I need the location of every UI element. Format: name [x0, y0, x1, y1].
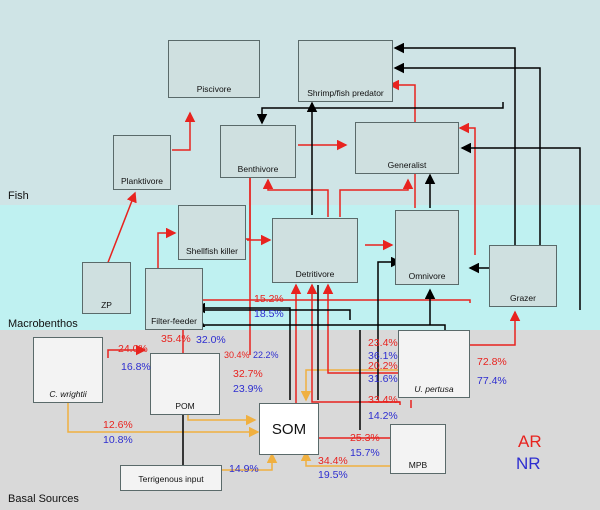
macrobenthos-zone-label: Macrobenthos: [8, 318, 78, 330]
detritivore-node: Detritivore: [272, 218, 358, 283]
omnivore-label: Omnivore: [408, 271, 446, 281]
planktivore-label: Planktivore: [120, 176, 164, 186]
filter-feeder-label: Filter-feeder: [151, 316, 197, 326]
detritivore-label: Detritivore: [295, 269, 335, 279]
up-grazer-nr-value: 77.4%: [477, 375, 507, 387]
terrigenous-input-label: Terrigenous input: [138, 474, 204, 484]
mpb-node: MPB: [390, 424, 446, 474]
u-pertusa-label: U. pertusa: [414, 384, 454, 394]
cw-som-ar-value: 12.6%: [103, 419, 133, 431]
mpb-det-nr-value: 15.7%: [350, 447, 380, 459]
mpb-det-ar-value: 25.3%: [350, 432, 380, 444]
mpb-som-nr-value: 19.5%: [318, 469, 348, 481]
som-node: SOM: [259, 403, 319, 455]
generalist-label: Generalist: [387, 160, 427, 170]
up-som-nr-value: 14.2%: [368, 410, 398, 422]
grazer-label: Grazer: [510, 293, 536, 303]
mpb-label: MPB: [408, 460, 428, 470]
omnivore-node: Omnivore: [395, 210, 459, 285]
pom-det-nr-value: 22.2%: [253, 350, 279, 360]
benthivore-node: Benthivore: [220, 125, 296, 178]
pom-som-nr-value: 23.9%: [233, 383, 263, 395]
som-label: SOM: [271, 421, 307, 438]
pom-ff-ar-value: 35.4%: [161, 333, 191, 345]
u-pertusa-node: U. pertusa: [398, 330, 470, 398]
up-grazer-ar-value: 72.8%: [477, 356, 507, 368]
fish-zone-label: Fish: [8, 190, 29, 202]
shrimp-fish-predator-label: Shrimp/fish predator: [307, 88, 384, 98]
up-b-nr-value: 31.6%: [368, 373, 398, 385]
cw-som-nr-value: 10.8%: [103, 434, 133, 446]
mpb-som-ar-value: 34.4%: [318, 455, 348, 467]
pom-som-ar-value: 32.7%: [233, 368, 263, 380]
ff-up-nr-value: 18.5%: [254, 308, 284, 320]
filter-feeder-node: Filter-feeder: [145, 268, 203, 330]
c-wrightii-label: C. wrightii: [49, 389, 87, 399]
c-wrightii-node: C. wrightii: [33, 337, 103, 403]
up-a-ar-value: 23.4%: [368, 337, 398, 349]
terr-som-nr-value: 14.9%: [229, 463, 259, 475]
piscivore-node: Piscivore: [168, 40, 260, 98]
generalist-node: Generalist: [355, 122, 459, 174]
shellfish-killer-label: Shellfish killer: [186, 246, 238, 256]
pom-label: POM: [175, 401, 195, 411]
grazer-node: Grazer: [489, 245, 557, 307]
zp-label: ZP: [101, 300, 112, 310]
cw-ff-ar-value: 24.0%: [118, 343, 148, 355]
terrigenous-input-node: Terrigenous input: [120, 465, 222, 491]
basal-sources-zone-label: Basal Sources: [8, 493, 79, 505]
up-a-nr-value: 36.1%: [368, 350, 398, 362]
pom-node: POM: [150, 353, 220, 415]
up-b-ar-value: 20.2%: [368, 360, 398, 372]
planktivore-node: Planktivore: [113, 135, 171, 190]
shrimp-fish-predator-node: Shrimp/fish predator: [298, 40, 393, 102]
legend-ar: AR: [518, 432, 542, 451]
pom-ff-nr-value: 32.0%: [196, 334, 226, 346]
legend-nr: NR: [516, 454, 541, 473]
fish-zone: [0, 0, 600, 205]
zp-node: ZP: [82, 262, 131, 314]
pom-det-ar-value: 30.4%: [224, 350, 250, 360]
up-som-ar-value: 33.4%: [368, 394, 398, 406]
piscivore-label: Piscivore: [196, 84, 232, 94]
cw-ff-nr-value: 16.8%: [121, 361, 151, 373]
ff-up-ar-value: 15.2%: [254, 293, 284, 305]
shellfish-killer-node: Shellfish killer: [178, 205, 246, 260]
benthivore-label: Benthivore: [237, 164, 279, 174]
